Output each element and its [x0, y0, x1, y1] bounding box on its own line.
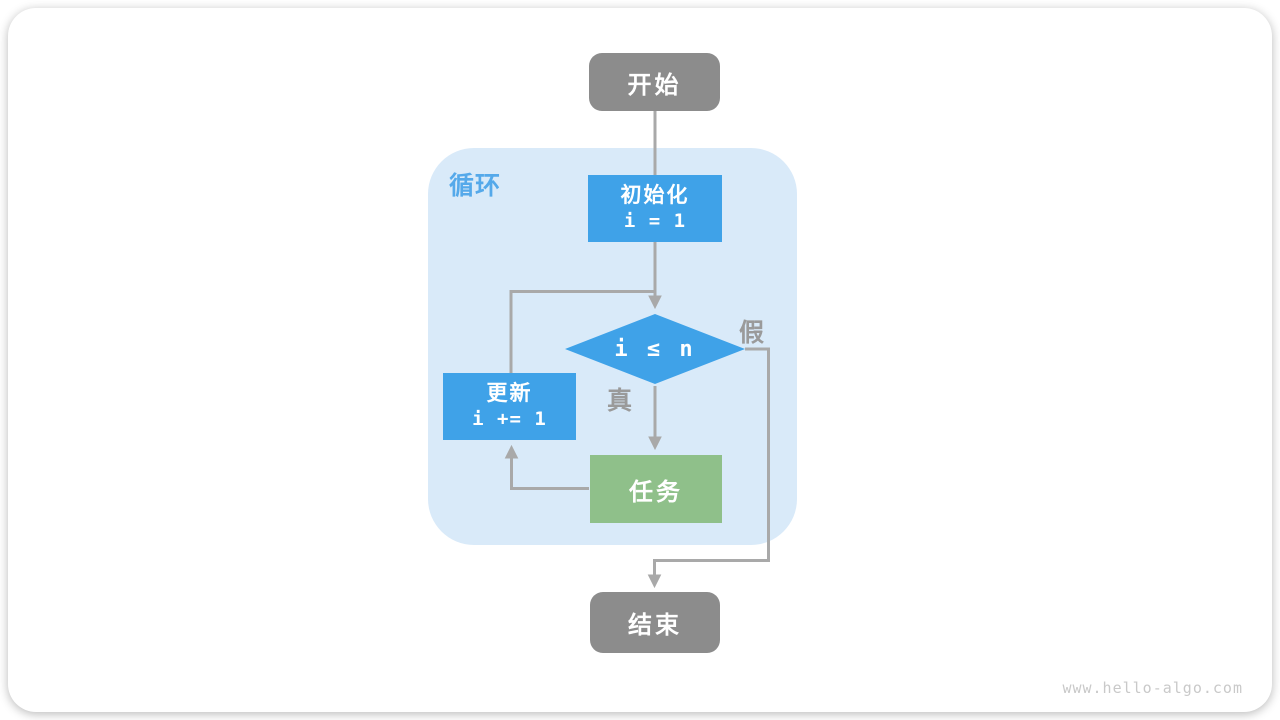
watermark-text: www.hello-algo.com — [1062, 679, 1243, 697]
condition-diamond-shape — [565, 314, 745, 384]
false-branch-label: 假 — [739, 319, 765, 347]
edge-task-to-update — [504, 444, 589, 490]
edge-condition-false-to-end — [647, 347, 770, 589]
update-node-code: i += 1 — [472, 408, 547, 431]
start-node: 开始 — [589, 53, 720, 111]
update-node-title: 更新 — [486, 382, 533, 406]
task-node: 任务 — [590, 455, 722, 523]
update-node: 更新 i += 1 — [443, 373, 576, 440]
init-node-title: 初始化 — [620, 184, 690, 208]
init-node: 初始化 i = 1 — [588, 175, 722, 242]
init-node-code: i = 1 — [623, 210, 687, 233]
loop-region-label: 循环 — [449, 172, 502, 200]
condition-node-label: i ≤ n — [614, 336, 696, 362]
end-node: 结束 — [590, 592, 720, 653]
edge-update-loopback — [509, 290, 655, 374]
true-branch-label: 真 — [607, 387, 633, 415]
